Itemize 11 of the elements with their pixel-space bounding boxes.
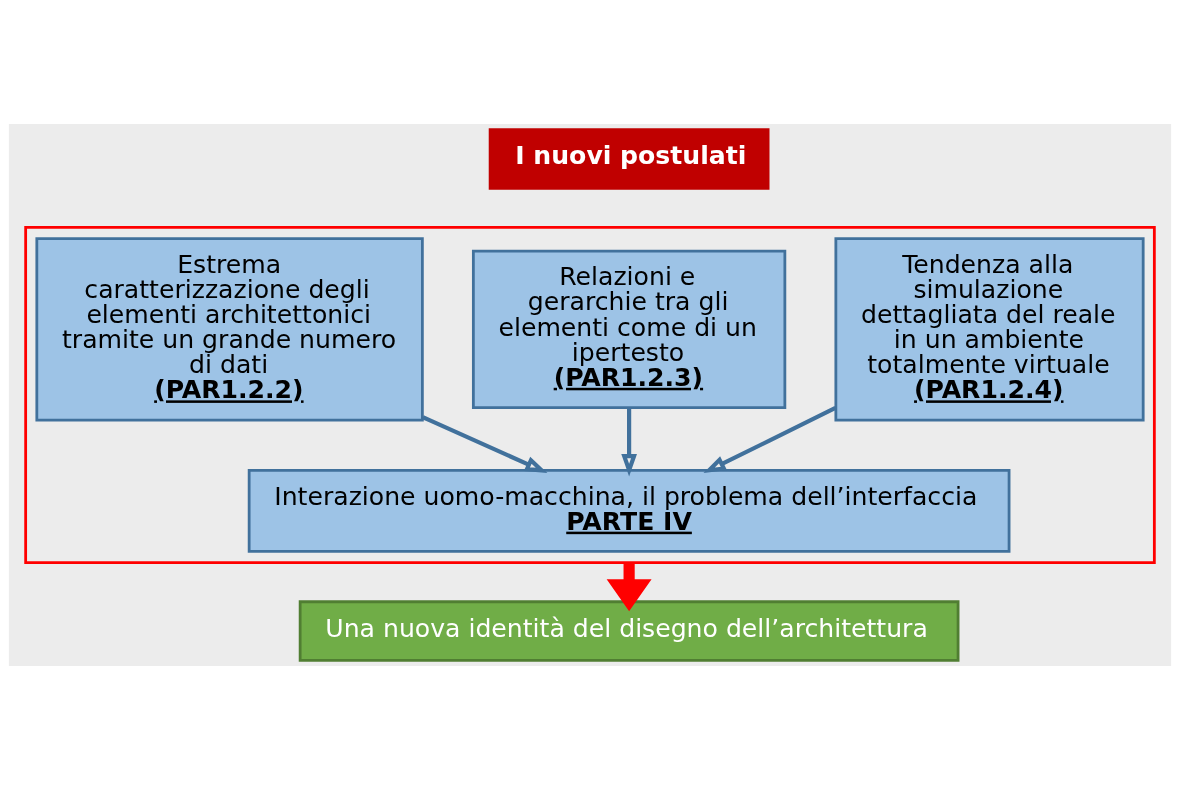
arrow <box>606 562 652 612</box>
node-box: Una nuova identità del disegno dell’architettura <box>298 600 960 662</box>
cluster <box>24 225 1156 565</box>
arrow <box>703 405 837 474</box>
node-box: Tendenza alla simulazione dettagliata del reale in un ambiente totalmente virtuale (PAR1.2.4) <box>834 237 1145 422</box>
arrow <box>422 415 548 473</box>
node-box: Relazioni e gerarchie tra gli elementi come di un ipertesto (PAR1.2.3) <box>471 249 787 409</box>
node-box: I nuovi postulati <box>488 128 770 190</box>
node-box: Estrema caratterizzazione degli elementi architettonici tramite un grande numero di dati (PAR1.2.2) <box>35 237 424 422</box>
node-box: Interazione uomo-macchina, il problema dell’interfaccia PARTE IV <box>247 469 1011 553</box>
arrow <box>621 407 637 477</box>
